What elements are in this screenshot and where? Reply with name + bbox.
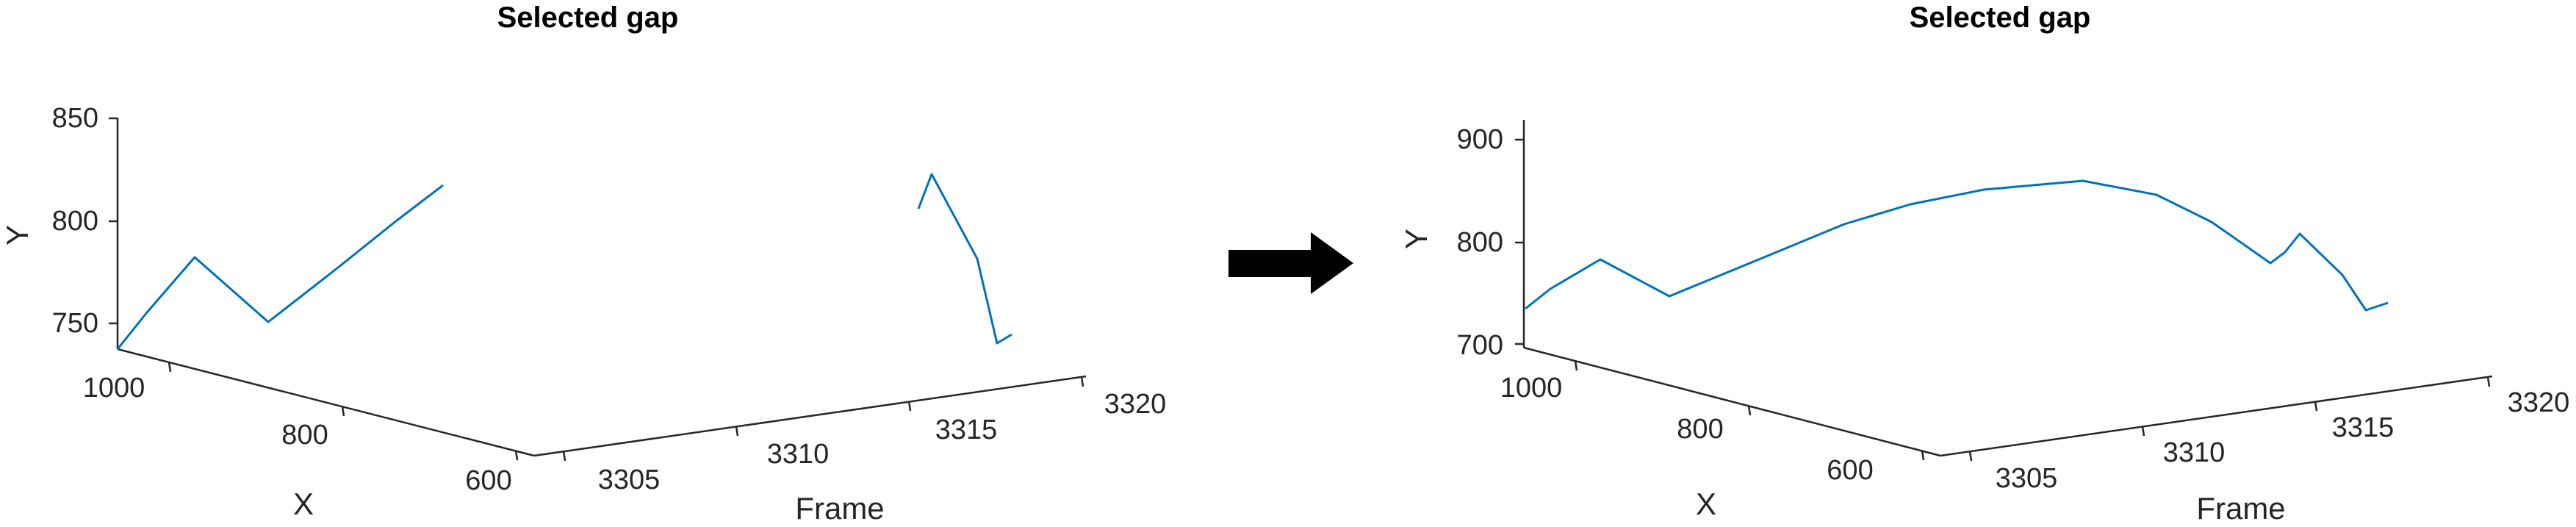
left-frame-tick-label: 3310 [767,439,830,470]
left-frame-tick-mark [735,426,739,437]
left-x-axis-line [117,348,535,457]
right-plot-area [1525,179,2389,312]
left-frame-tick-label: 3315 [935,415,998,445]
right-frame-tick-label: 3310 [2163,437,2226,468]
right-x-axis-label: X [1696,487,1716,521]
right-frame-tick-mark [2486,376,2491,387]
right-frame-axis-label: Frame [2196,491,2285,526]
right-x-tick-label: 600 [1827,455,1873,486]
left-x-tick-label: 600 [465,465,511,496]
left-chart-title: Selected gap [497,1,679,34]
left-frame-axis-line [533,375,1087,457]
right-frame-tick-label: 3305 [1996,463,2058,494]
right-x-tick-label: 800 [1677,414,1723,445]
left-x-tick-mark [341,406,345,417]
right-y-tick-label: 800 [1457,227,1503,258]
left-y-axis-label: Y [0,225,35,245]
left-series-line-segment-2 [917,173,1012,345]
left-frame-tick-mark [1080,376,1084,387]
right-frame-tick-mark [1968,451,1973,462]
left-frame-tick-mark [562,451,566,462]
right-x-tick-label: 1000 [1500,373,1563,404]
right-frame-tick-label: 3315 [2332,412,2395,443]
right-subplot: Selected gap 700 800 900 1000 800 600 33… [1399,1,2569,526]
left-frame-tick-label: 3305 [598,465,661,495]
left-x-tick-label: 1000 [83,373,145,404]
left-x-tick-mark [514,450,519,461]
left-x-tick-label: 800 [281,420,328,451]
left-x-tick-mark [168,362,172,373]
right-x-axis-line [1523,346,1941,457]
left-y-tick-label: 750 [52,308,98,339]
right-y-axis-label: Y [1399,229,1433,249]
left-series-line-segment-1 [116,184,444,350]
right-chart-title: Selected gap [1910,1,2091,34]
left-frame-axis-label: Frame [795,491,884,526]
left-y-tick-label: 800 [52,206,98,237]
right-frame-tick-mark [2314,401,2318,412]
right-y-tick-label: 900 [1457,124,1503,155]
right-frame-tick-mark [2141,426,2145,437]
right-frame-tick-label: 3320 [2508,387,2570,418]
left-frame-tick-mark [907,401,912,412]
right-x-tick-mark [1921,450,1925,461]
right-y-tick-label: 700 [1457,330,1503,361]
right-series-line [1525,179,2389,312]
left-y-tick-label: 850 [52,103,98,134]
right-arrow-icon [1228,232,1353,294]
right-x-tick-mark [1574,360,1578,371]
right-x-tick-mark [1747,405,1752,416]
left-frame-tick-label: 3320 [1104,389,1167,420]
left-plot-area [116,173,1012,350]
left-x-axis-label: X [293,487,314,521]
left-subplot: Selected gap 750 800 850 1000 800 600 33… [0,1,1166,526]
right-frame-axis-line [1940,375,2493,457]
